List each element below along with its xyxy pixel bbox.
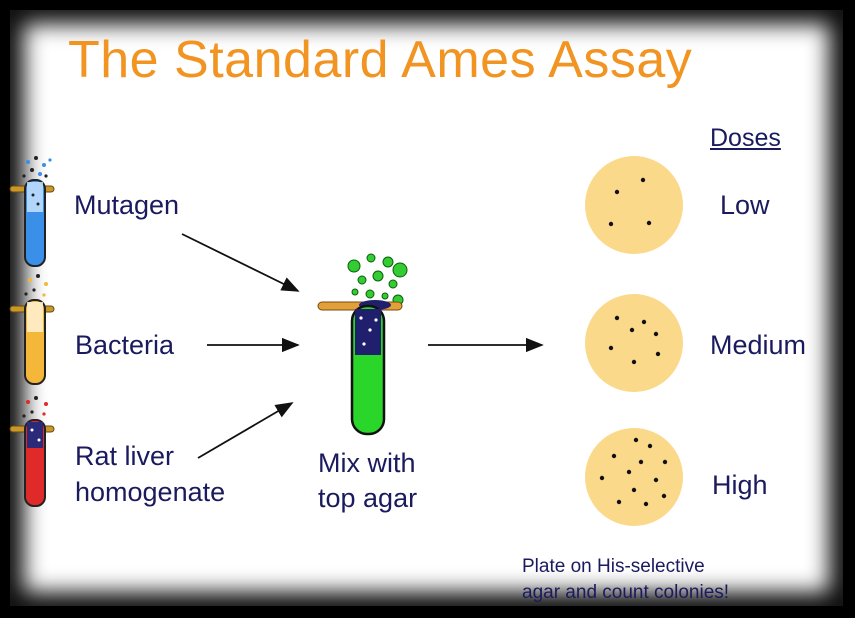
colony-dot-icon: [626, 469, 632, 475]
colony-dot-icon: [643, 501, 649, 507]
colony-dot-icon: [653, 477, 659, 483]
colony-dot-icon: [611, 453, 617, 459]
colony-dot-icon: [629, 327, 635, 333]
page-title: The Standard Ames Assay: [68, 31, 693, 89]
petri-dish-low-icon: [585, 156, 683, 254]
colony-dot-icon: [653, 331, 659, 337]
bacteria-tube-icon: [9, 274, 55, 385]
colony-dot-icon: [631, 359, 637, 365]
arrow-icon: [197, 402, 294, 459]
bubbles-icon: [347, 253, 408, 306]
mix-label-line2: top agar: [318, 483, 418, 513]
colony-dot-icon: [614, 315, 620, 321]
rat-liver-label: Rat liver: [75, 441, 175, 471]
mix-tube-icon: [317, 253, 408, 436]
homogenate-label: homogenate: [75, 477, 226, 507]
plate-note-line2: agar and count colonies!: [522, 582, 730, 603]
colony-dot-icon: [662, 459, 668, 465]
colony-dot-icon: [646, 220, 652, 226]
colony-dot-icon: [655, 351, 661, 357]
colony-dot-icon: [641, 319, 647, 325]
colony-dot-icon: [614, 189, 620, 195]
mutagen-tube-icon: [9, 156, 55, 267]
dose-medium-label: Medium: [710, 330, 807, 360]
colony-dot-icon: [647, 443, 653, 449]
liver-tube-icon: [9, 396, 55, 507]
colony-dot-icon: [608, 221, 614, 227]
colony-dot-icon: [661, 493, 667, 499]
doses-header: Doses: [710, 124, 781, 152]
bacteria-label: Bacteria: [75, 330, 175, 360]
mix-label-line1: Mix with: [318, 448, 416, 478]
plate-note-line1: Plate on His-selective: [522, 556, 705, 577]
colony-dot-icon: [640, 177, 646, 183]
petri-dish-high-icon: [585, 428, 683, 526]
arrow-icon: [181, 233, 300, 292]
petri-dish-medium-icon: [585, 294, 683, 392]
dose-low-label: Low: [720, 190, 770, 220]
mutagen-label: Mutagen: [74, 190, 180, 220]
slide-background: [10, 10, 843, 606]
colony-dot-icon: [608, 345, 614, 351]
colony-dot-icon: [599, 475, 605, 481]
input-arrows: [181, 233, 300, 459]
colony-dot-icon: [631, 487, 637, 493]
dose-high-label: High: [712, 470, 768, 500]
colony-dot-icon: [633, 437, 639, 443]
colony-dot-icon: [638, 459, 644, 465]
colony-dot-icon: [616, 499, 622, 505]
